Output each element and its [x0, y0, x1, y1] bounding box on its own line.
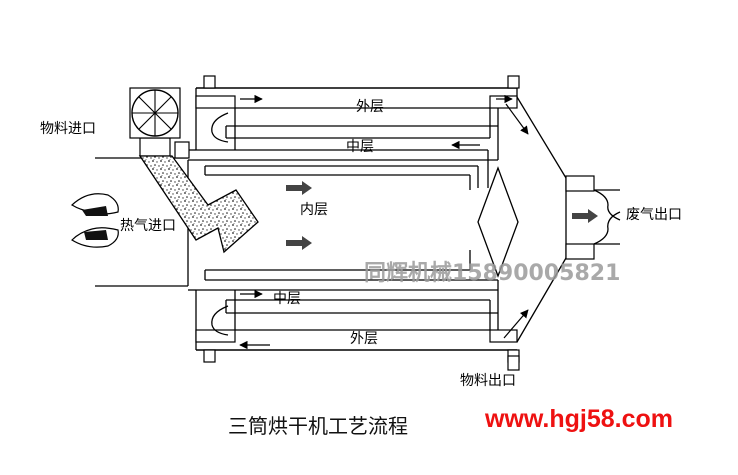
return-baffles [211, 112, 229, 336]
label-exhaust-outlet: 废气出口 [626, 207, 682, 223]
exhaust-hood [477, 96, 621, 343]
website-link[interactable]: www.hgj58.com [484, 405, 673, 433]
label-material-outlet: 物料出口 [460, 373, 516, 389]
flow-arrows [239, 94, 529, 350]
label-middle-layer-top: 中层 [346, 139, 374, 155]
label-middle-layer-bottom: 中层 [273, 291, 301, 307]
flame-icon [71, 193, 119, 248]
inner-flow-arrows [286, 181, 598, 250]
label-inner-layer: 内层 [300, 202, 328, 218]
label-material-inlet: 物料进口 [40, 121, 96, 137]
label-hot-air-inlet: 热气进口 [120, 218, 176, 234]
material-flow-arrow [138, 155, 259, 254]
label-outer-layer-bottom: 外层 [350, 331, 378, 347]
diagram-caption: 三筒烘干机工艺流程 [228, 414, 408, 438]
outer-drum-bottom [188, 250, 520, 371]
outer-drum-top [188, 75, 520, 190]
label-outer-layer-top: 外层 [356, 99, 384, 115]
watermark-text: 同辉机械15890005821 [364, 261, 620, 286]
rotary-feed-valve-icon [129, 87, 181, 139]
